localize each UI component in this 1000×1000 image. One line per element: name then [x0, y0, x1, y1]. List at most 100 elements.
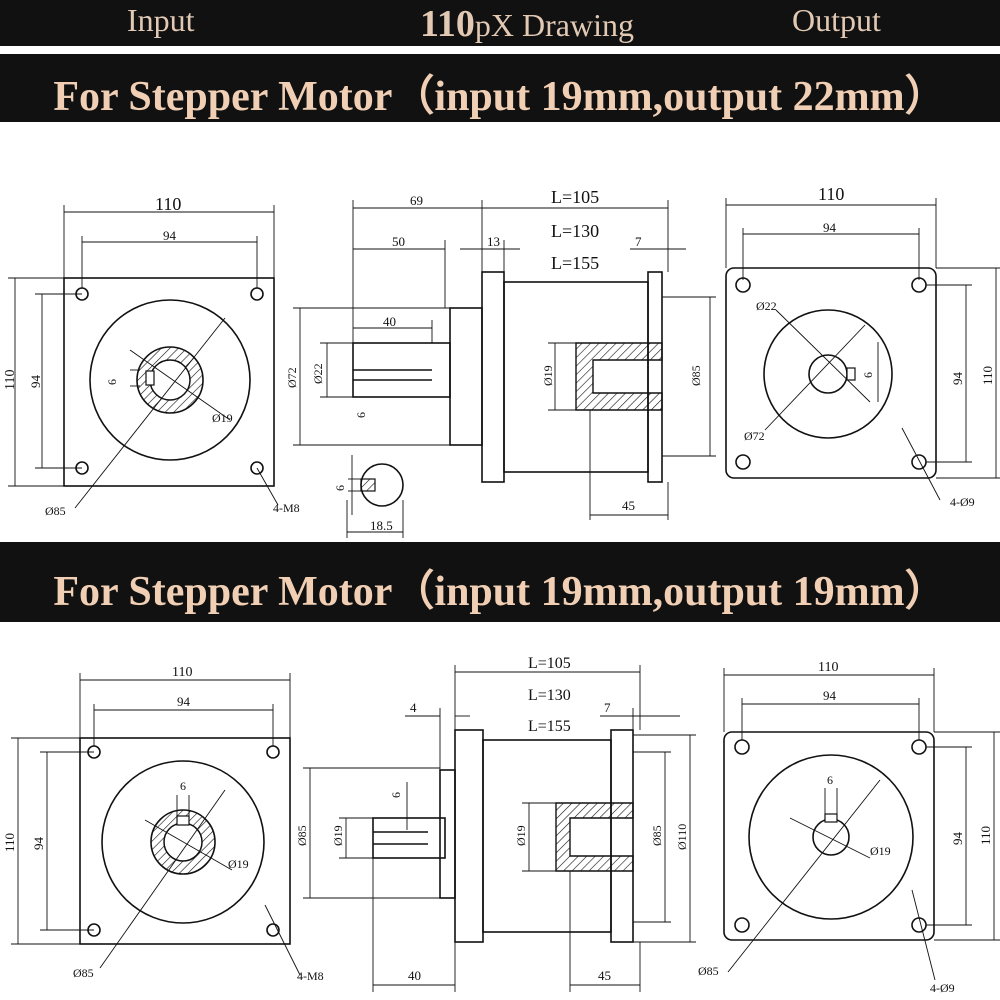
s1-out-inner: 94 [823, 220, 837, 235]
s2-output-hole [911, 739, 927, 755]
s1-in-key: 6 [105, 379, 119, 385]
s1-side-d72: Ø72 [285, 367, 299, 388]
s1-in-height: 110 [3, 370, 18, 390]
s2-side-len2: L=130 [528, 687, 571, 704]
s2-pilot-body [439, 769, 456, 899]
s1-side-69: 69 [410, 193, 423, 208]
s1-out-inner-h: 94 [950, 372, 965, 386]
s1-side-d85: Ø85 [689, 365, 703, 386]
s2-in-height: 110 [2, 833, 17, 852]
s1-input-flange [63, 277, 275, 487]
s2-output-bore [812, 818, 850, 856]
s1-side-len2: L=130 [551, 221, 599, 241]
s1-input-hole [250, 461, 264, 475]
input-label: Input [127, 2, 195, 38]
s2-out-height: 110 [978, 826, 993, 845]
s1-side-d19: Ø19 [541, 365, 555, 386]
s2-out-bore: Ø19 [870, 844, 891, 858]
s2-side-d85b: Ø85 [650, 825, 664, 846]
s2-out-holes: 4-Ø9 [930, 981, 955, 995]
s2-in-inner: 94 [177, 694, 191, 709]
s1-input-pilot-circle [89, 299, 251, 461]
s1-output-flange-side [647, 271, 663, 483]
s2-input-view: 110 94 110 94 6 Ø19 Ø85 4-M8 [2, 665, 324, 983]
s1-input-hole [250, 287, 264, 301]
s2-out-key: 6 [827, 773, 833, 787]
s2-side-4: 4 [410, 700, 417, 715]
s2-side-45: 45 [598, 968, 611, 983]
header-bar [0, 0, 1000, 46]
s1-out-width: 110 [818, 184, 844, 204]
s1-side-13: 13 [487, 234, 500, 249]
s2-input-shaft [372, 817, 446, 859]
s1-output-pilot [763, 309, 893, 439]
s1-out-height: 110 [980, 366, 995, 385]
s1-out-key: 6 [861, 372, 875, 378]
s2-output-bore-section [555, 802, 634, 872]
s1-side-50: 50 [392, 234, 405, 249]
s2-side-7: 7 [604, 700, 611, 715]
s1-side-45: 45 [622, 498, 635, 513]
s1-side-key: 6 [354, 412, 368, 418]
s1-output-hole [735, 277, 751, 293]
s1-input-flange-side [481, 271, 505, 483]
s2-input-hole [266, 745, 280, 759]
s1-output-hole [911, 277, 927, 293]
s2-in-pilot: Ø85 [73, 966, 94, 980]
s2-side-d19b: Ø19 [514, 825, 528, 846]
output-label: Output [792, 2, 881, 38]
s2-side-d110: Ø110 [675, 824, 689, 850]
s1-in-pilot: Ø85 [45, 504, 66, 518]
s2-side-view: L=105 L=130 L=155 4 7 6 Ø85 Ø19 Ø19 Ø85 … [295, 655, 696, 992]
s2-out-inner: 94 [823, 688, 837, 703]
s1-side-7: 7 [635, 234, 642, 249]
s2-in-bore: Ø19 [228, 857, 249, 871]
s2-input-hole [266, 923, 280, 937]
s1-side-d22: Ø22 [311, 363, 325, 384]
s2-input-flange-side [454, 729, 484, 943]
s1-out-d72: Ø72 [744, 429, 765, 443]
s2-side-len1: L=105 [528, 655, 571, 672]
s1-output-hole [911, 454, 927, 470]
s1-out-d22: Ø22 [756, 299, 777, 313]
s2-side-len3: L=155 [528, 718, 571, 735]
s2-side-d19: Ø19 [331, 825, 345, 846]
s2-out-width: 110 [818, 660, 838, 675]
s2-output-hole [734, 739, 750, 755]
drawing-title: 110pX Drawing [420, 2, 634, 46]
s1-output-bore-section [575, 342, 663, 411]
s1-in-inner-h: 94 [28, 375, 43, 389]
s2-output-flange [723, 731, 935, 941]
s2-output-pilot [748, 754, 914, 920]
s1-pilot-body [449, 307, 483, 446]
drawing-title-number: 110 [420, 3, 475, 45]
s2-output-hole [734, 917, 750, 933]
s2-in-inner-h: 94 [31, 837, 46, 851]
s1-side-40: 40 [383, 314, 396, 329]
s1-in-inner: 94 [163, 228, 177, 243]
s1-in-holes: 4-M8 [273, 501, 300, 515]
s1-shaft-key: 6 [333, 485, 347, 491]
s1-side-view: 69 50 40 13 7 L=105 L=130 L=155 Ø72 Ø22 … [285, 187, 716, 538]
s2-input-pilot [101, 760, 265, 924]
s1-side-len3: L=155 [551, 253, 599, 273]
s2-output-flange-side [610, 729, 634, 943]
section1-title: For Stepper Motor（input 19mm,output 22mm… [53, 74, 947, 120]
s1-input-view: 110 94 110 94 6 Ø19 Ø85 4-M8 [3, 194, 300, 518]
section2-band [0, 542, 1000, 622]
s1-output-view: 110 94 110 94 Ø22 6 Ø72 4-Ø9 [725, 184, 1000, 509]
s2-input-flange [79, 737, 291, 945]
section1-band [0, 54, 1000, 122]
s1-out-holes: 4-Ø9 [950, 495, 975, 509]
s2-out-pilot: Ø85 [698, 964, 719, 978]
s1-output-flange [725, 267, 937, 479]
s2-in-holes: 4-M8 [297, 969, 324, 983]
s1-in-bore: Ø19 [212, 411, 233, 425]
s2-output-hole [911, 917, 927, 933]
s2-side-40: 40 [408, 968, 421, 983]
s2-gear-body [482, 739, 612, 933]
s2-out-inner-h: 94 [950, 832, 965, 846]
s2-in-width: 110 [172, 665, 192, 680]
s2-in-key: 6 [180, 779, 186, 793]
